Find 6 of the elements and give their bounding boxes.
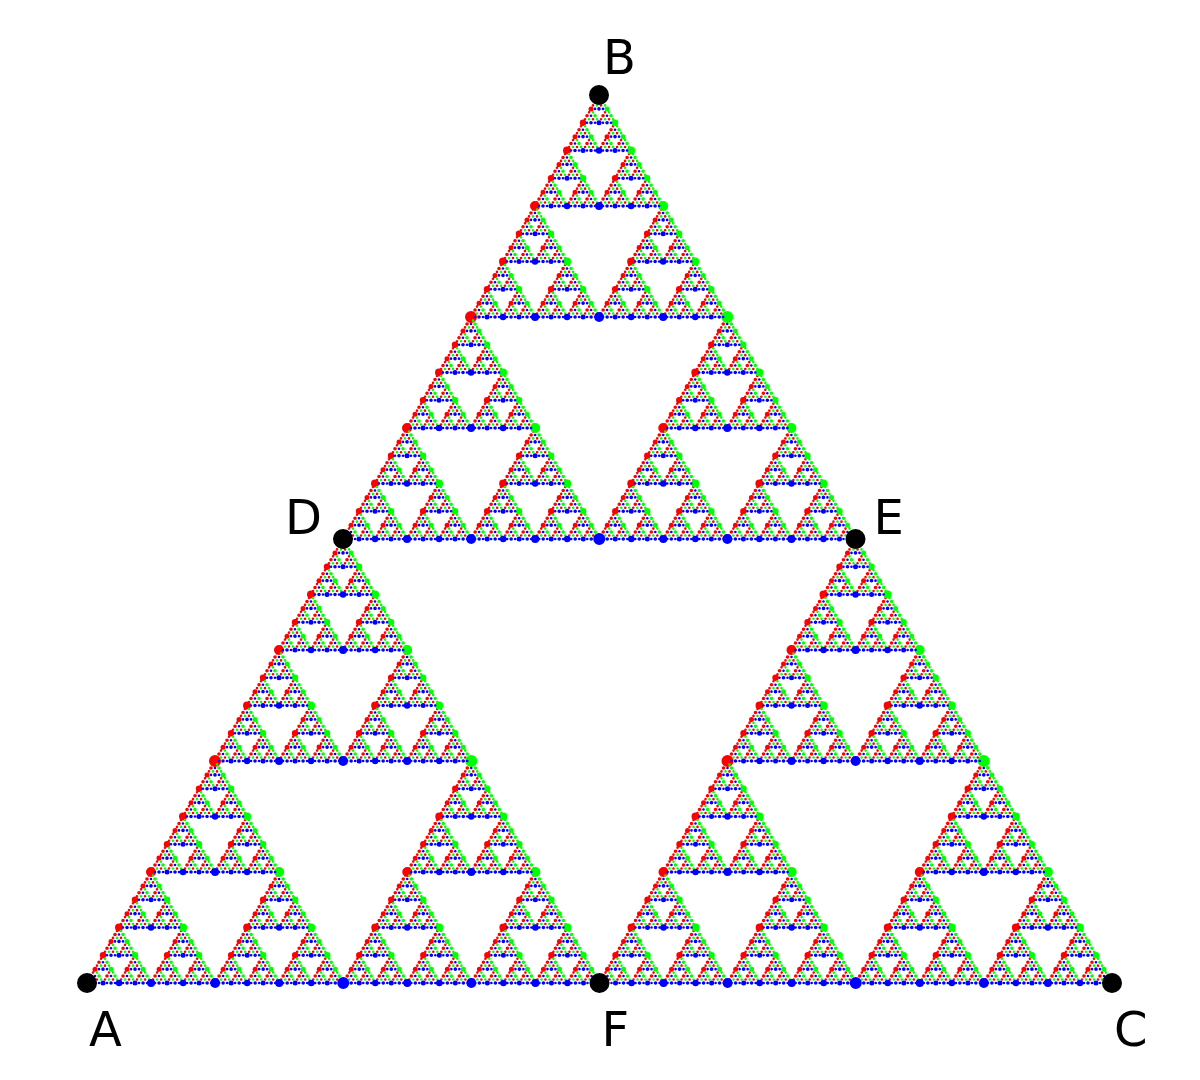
point-label: B: [603, 33, 636, 81]
point-label: D: [285, 493, 322, 541]
point-label: C: [1114, 1005, 1148, 1053]
point-label: F: [601, 1005, 630, 1053]
point-label: E: [873, 493, 904, 541]
point-label: A: [89, 1005, 122, 1053]
